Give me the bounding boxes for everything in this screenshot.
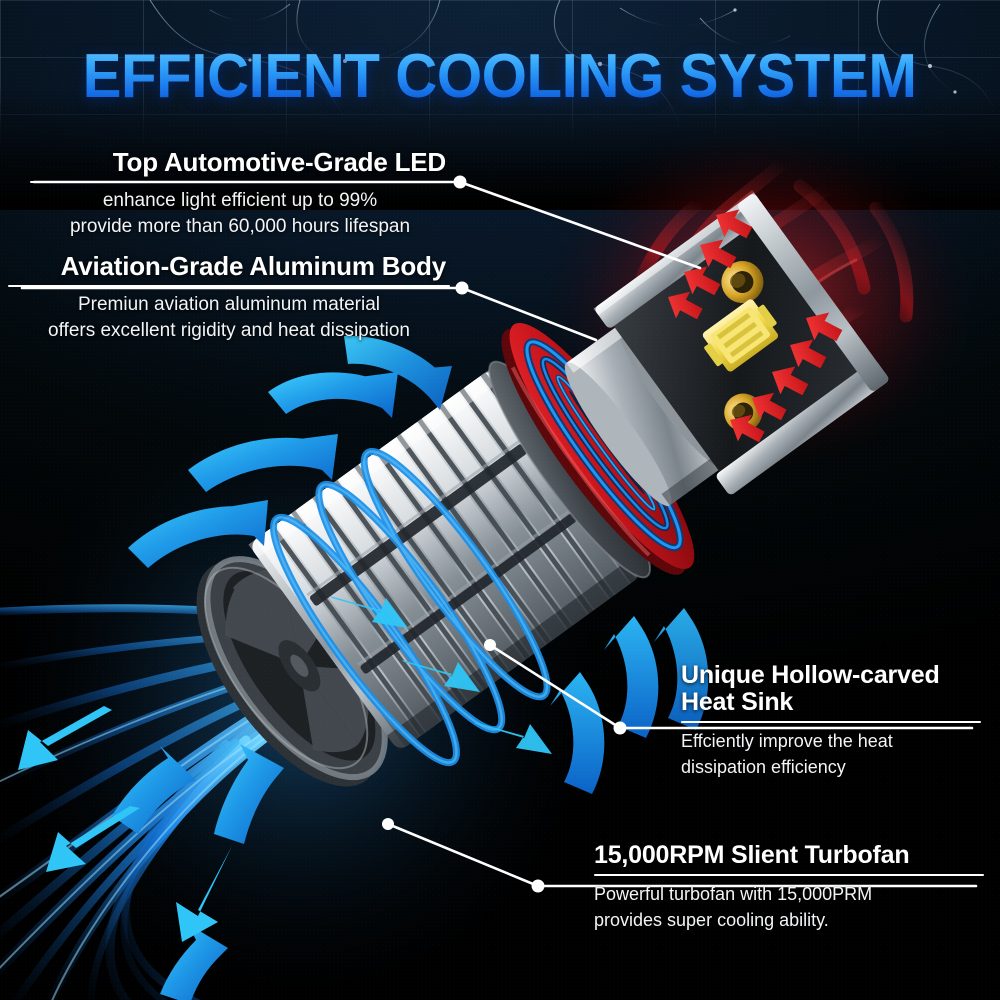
callout-heat-sink: Unique Hollow-carved Heat Sink Effcientl… <box>681 662 981 778</box>
callout-led-rule <box>30 181 450 184</box>
leader-dot-led <box>453 175 467 189</box>
leader-diagonal-heatsink <box>488 643 622 730</box>
leader-dot-heatsink <box>613 721 627 735</box>
callout-aluminum-body-heading: Aviation-Grade Aluminum Body <box>60 251 447 281</box>
leader-diagonal-fan <box>386 822 540 888</box>
callout-led: Top Automotive-Grade LED enhance light e… <box>30 148 450 239</box>
page-title: EFFICIENT COOLING SYSTEM <box>83 41 917 111</box>
callout-aluminum-body-line2: offers excellent rigidity and heat dissi… <box>48 319 410 341</box>
screw-hole <box>721 261 764 304</box>
callout-heat-sink-body-line2: dissipation efficiency <box>681 756 846 777</box>
callout-heat-sink-heading-line1: Unique Hollow-carved <box>681 661 940 689</box>
callout-led-heading: Top Automotive-Grade LED <box>112 147 446 177</box>
callout-led-body-line1: enhance light efficient up to 99% <box>102 190 378 212</box>
page-title-container: EFFICIENT COOLING SYSTEM <box>0 40 1000 112</box>
callout-turbofan: 15,000RPM Slient Turbofan Powerful turbo… <box>594 842 984 931</box>
callout-led-body-line2: provide more than 60,000 hours lifespan <box>69 215 411 237</box>
callout-turbofan-rule <box>594 874 984 876</box>
leader-dot-fan <box>531 879 545 893</box>
callout-aluminum-body: Aviation-Grade Aluminum Body Premiun avi… <box>8 252 450 343</box>
callout-turbofan-body-line2: provides super cooling ability. <box>594 909 829 930</box>
callout-turbofan-heading: 15,000RPM Slient Turbofan <box>594 841 910 869</box>
leader-dot-fan-target <box>382 818 394 830</box>
leader-diagonal-body <box>460 286 598 342</box>
leader-dot-heatsink-target <box>484 639 496 651</box>
callout-turbofan-body-line1: Powerful turbofan with 15,000PRM <box>594 884 873 904</box>
leader-diagonal-led <box>458 180 702 270</box>
callout-heat-sink-rule <box>681 721 981 723</box>
callout-aluminum-body-rule <box>8 285 450 288</box>
callout-aluminum-body-line1: Premiun aviation aluminum material <box>77 294 380 316</box>
callout-heat-sink-heading-line2: Heat Sink <box>681 688 794 716</box>
leader-dot-body <box>455 281 469 295</box>
led-chip <box>702 299 779 372</box>
callout-heat-sink-body-line1: Effciently improve the heat <box>681 731 893 751</box>
